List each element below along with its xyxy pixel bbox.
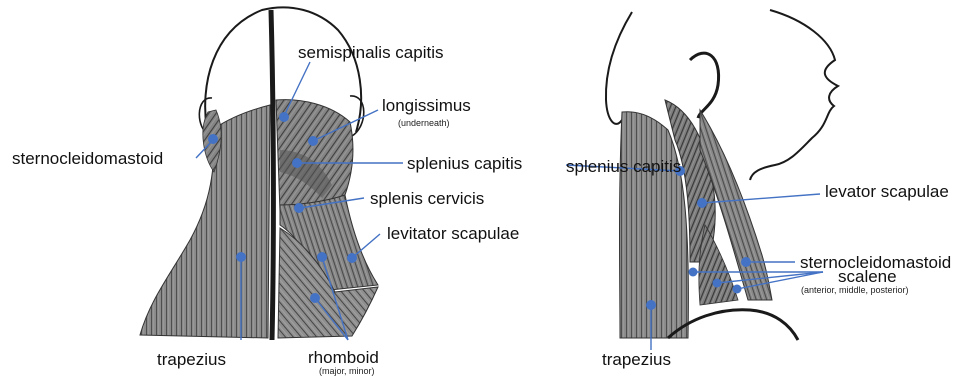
dot-rhomboid-b: [310, 293, 320, 303]
dot-levator-right: [697, 198, 707, 208]
label-levator-scapulae: levator scapulae: [825, 183, 949, 200]
dot-scalene-b: [713, 279, 722, 288]
label-scalene-note: (anterior, middle, posterior): [801, 286, 909, 295]
dot-trapezius-left: [236, 252, 246, 262]
leader-scalene-b: [717, 272, 823, 283]
label-sternocleidomastoid-left: sternocleidomastoid: [12, 150, 163, 167]
label-splenius-capitis-right: splenius capitis: [566, 158, 681, 175]
ear-outline: [690, 53, 719, 118]
dot-splenis-cervicis: [294, 203, 304, 213]
label-trapezius-left: trapezius: [157, 351, 226, 368]
label-splenius-capitis-left: splenius capitis: [407, 155, 522, 172]
face-profile-outline: [750, 10, 838, 180]
dot-trapezius-right: [646, 300, 656, 310]
dot-scalene-c: [733, 285, 742, 294]
dot-scalene-a: [689, 268, 698, 277]
label-levitator-scapulae: levitator scapulae: [387, 225, 519, 242]
label-splenis-cervicis: splenis cervicis: [370, 190, 484, 207]
dot-longissimus: [308, 136, 318, 146]
label-rhomboid: rhomboid: [308, 349, 379, 366]
label-scalene: scalene: [838, 268, 897, 285]
label-longissimus-note: (underneath): [398, 119, 450, 128]
head-back-outline: [606, 12, 632, 124]
dot-splenius-capitis-left: [292, 158, 302, 168]
dot-semispinalis: [279, 112, 289, 122]
dot-rhomboid-a: [317, 252, 327, 262]
dot-levitator: [347, 253, 357, 263]
label-trapezius-right: trapezius: [602, 351, 671, 368]
label-rhomboid-note: (major, minor): [319, 367, 375, 376]
dot-scm-left: [208, 134, 218, 144]
label-longissimus: longissimus: [382, 97, 471, 114]
spine-line: [271, 10, 273, 340]
dot-scm-right: [741, 257, 751, 267]
label-semispinalis-capitis: semispinalis capitis: [298, 44, 444, 61]
